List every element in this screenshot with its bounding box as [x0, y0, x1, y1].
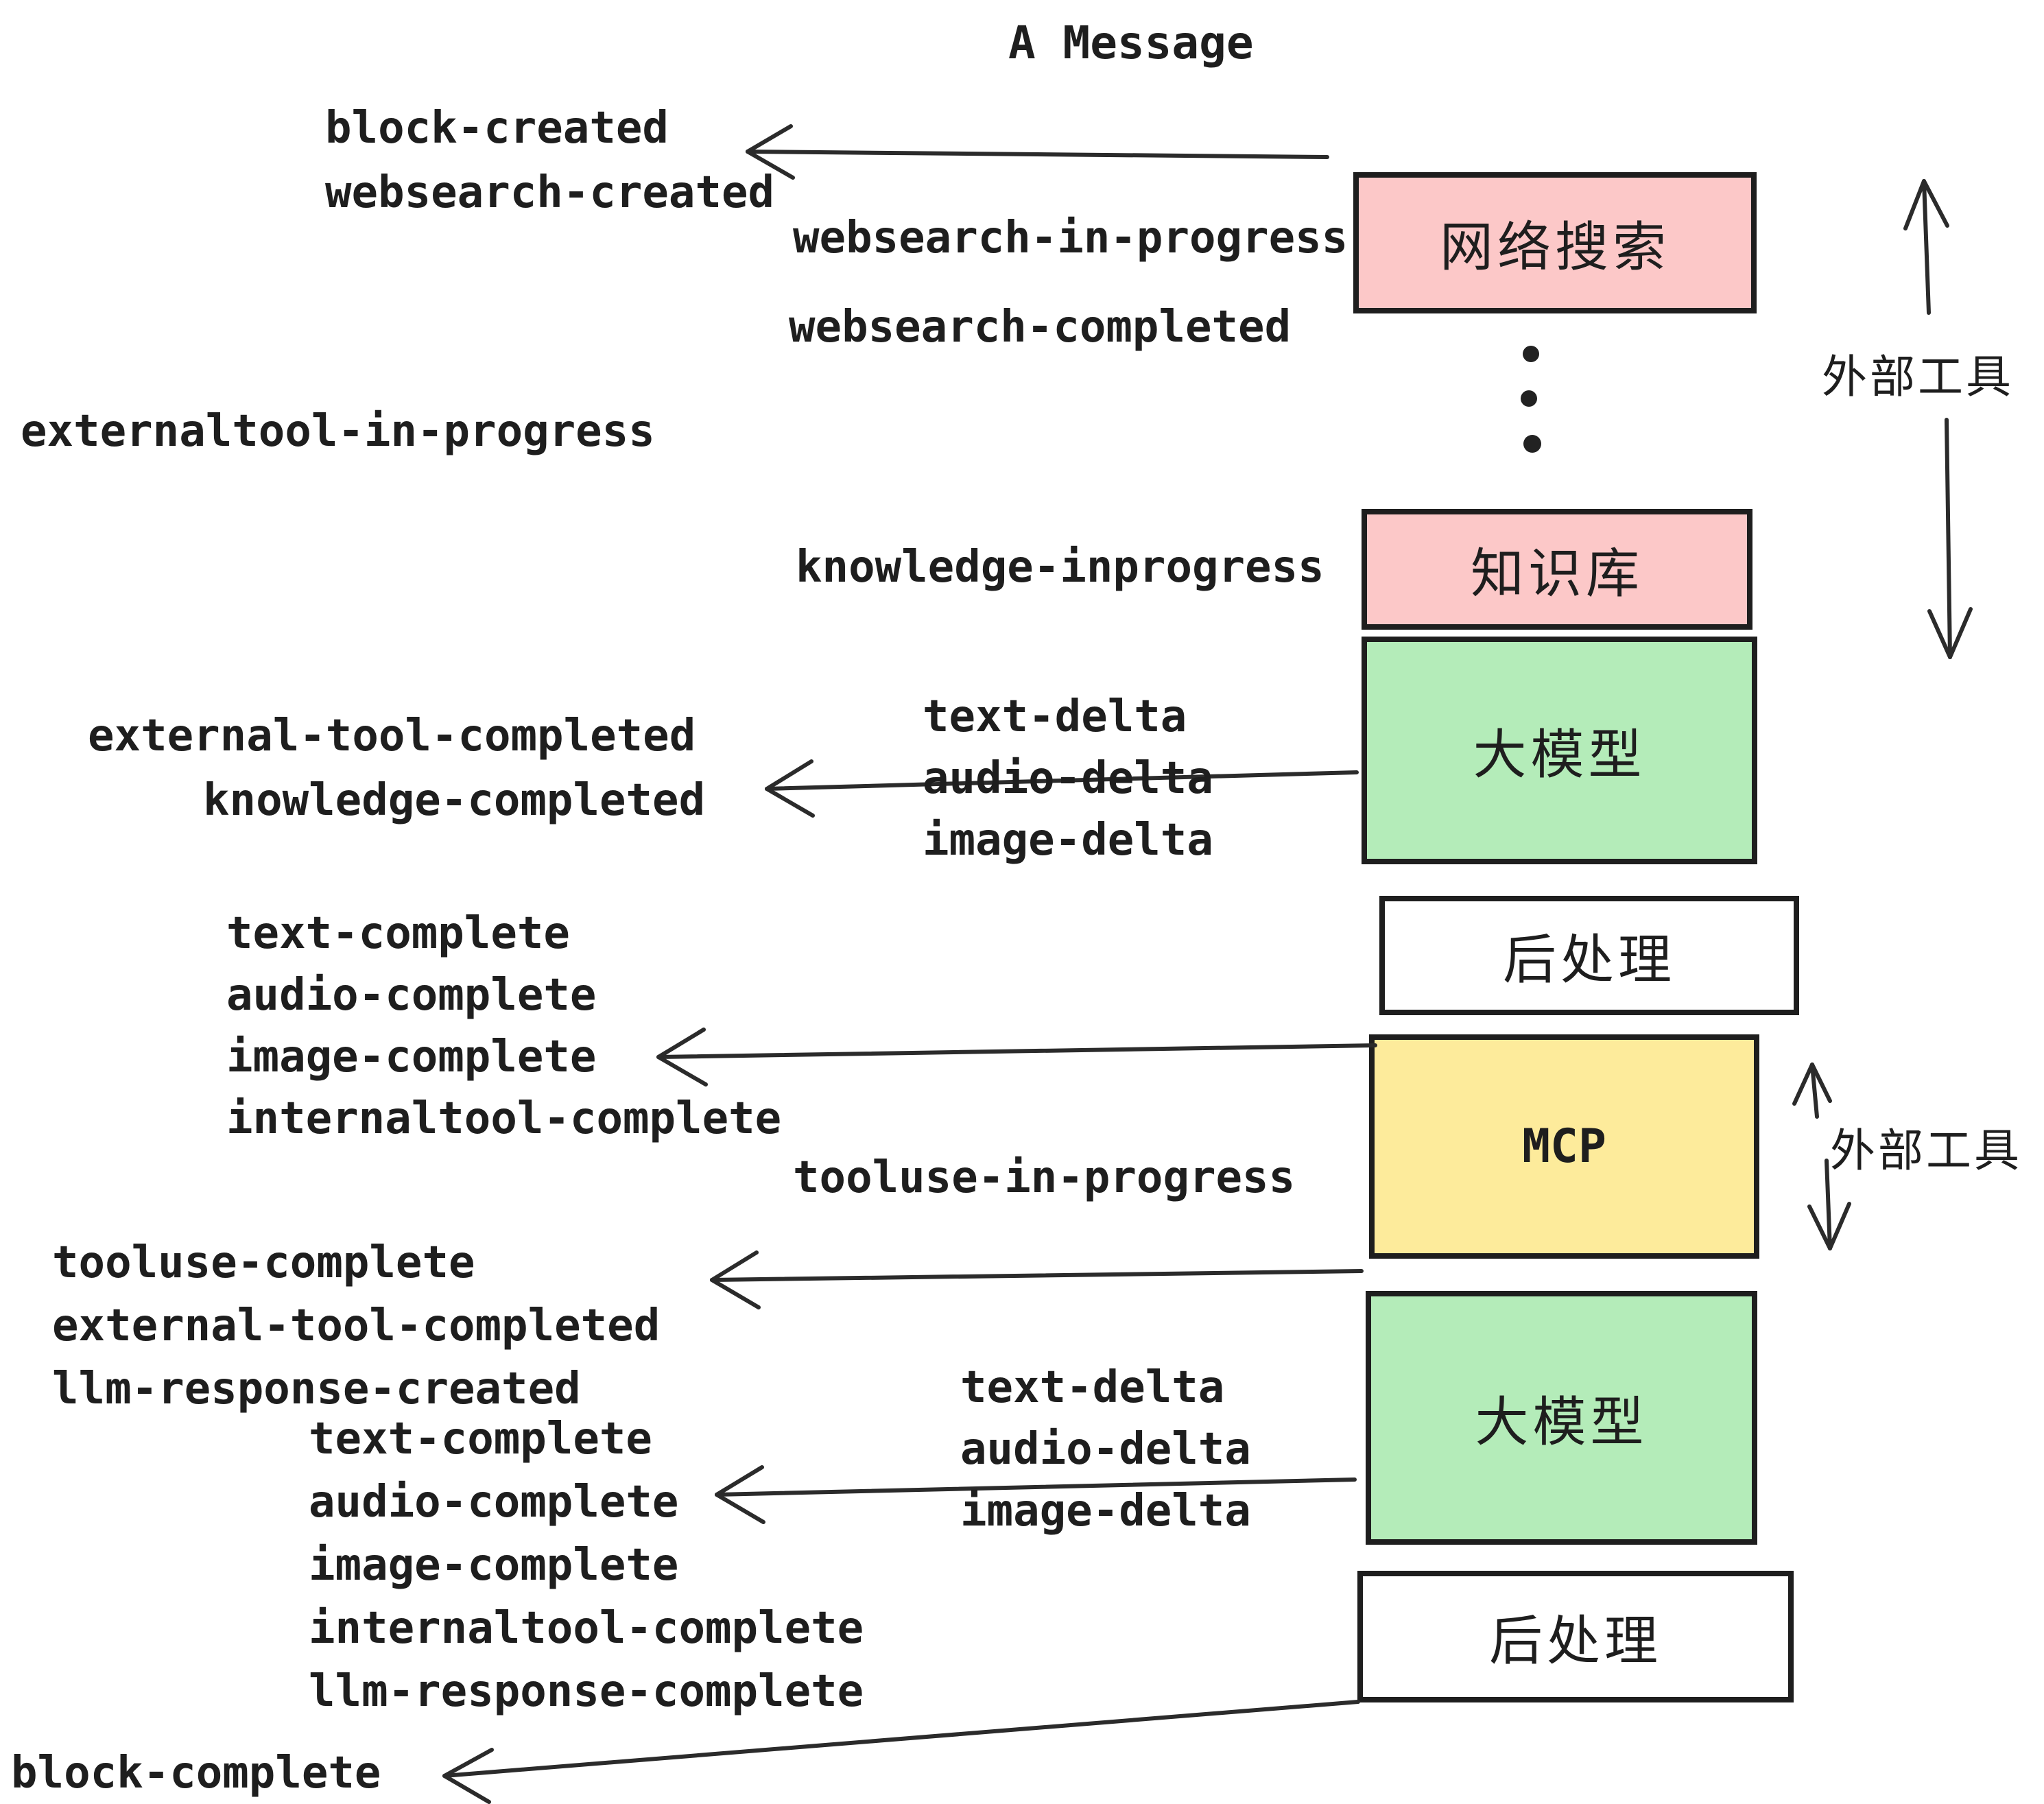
event-image-delta: image-delta: [960, 1486, 1251, 1536]
event-group-complete-1: text-complete audio-complete image-compl…: [226, 903, 781, 1150]
event-block-complete: block-complete: [11, 1748, 381, 1799]
event-llm-response-created: llm-response-created: [52, 1364, 581, 1414]
node-postprocess-label-1: 后处理: [1502, 929, 1676, 990]
event-group-complete-2: text-complete audio-complete image-compl…: [309, 1408, 864, 1723]
event-websearch-in-progress: websearch-in-progress: [793, 213, 1348, 263]
event-group-delta-2: text-delta audio-delta image-delta: [960, 1357, 1251, 1542]
event-websearch-completed: websearch-completed: [789, 302, 1292, 353]
event-image-complete: image-complete: [226, 1032, 597, 1082]
diagram-title: A Message: [1008, 16, 1254, 69]
event-text-complete: text-complete: [226, 908, 570, 959]
event-audio-delta: audio-delta: [923, 753, 1213, 804]
event-tooluse-complete: tooluse-complete: [52, 1237, 475, 1288]
event-externaltool-in-progress: externaltool-in-progress: [21, 406, 655, 457]
ellipsis-dots-icon: [1521, 346, 1541, 453]
event-tooluse-in-progress: tooluse-in-progress: [793, 1152, 1296, 1203]
node-knowledge-box: 知识库: [1362, 509, 1752, 630]
node-postprocess-box-2: 后处理: [1357, 1571, 1794, 1702]
event-image-complete: image-complete: [309, 1540, 679, 1591]
event-text-delta: text-delta: [923, 691, 1187, 742]
node-llm-label-1: 大模型: [1473, 724, 1646, 785]
event-group-delta-1: text-delta audio-delta image-delta: [923, 686, 1213, 871]
node-mcp-label: MCP: [1522, 1119, 1606, 1174]
arrow-tooluse-complete: [710, 1250, 1364, 1309]
event-knowledge-inprogress: knowledge-inprogress: [796, 542, 1324, 593]
event-internaltool-complete: internaltool-complete: [226, 1093, 782, 1144]
node-knowledge-label: 知识库: [1470, 543, 1643, 604]
event-audio-complete: audio-complete: [226, 970, 597, 1021]
event-audio-complete: audio-complete: [309, 1477, 679, 1528]
side-label-external-tools-2: 外部工具: [1830, 1125, 2022, 1176]
event-image-delta: image-delta: [923, 815, 1213, 866]
event-websearch-created: websearch-created: [325, 167, 775, 218]
event-internaltool-complete: internaltool-complete: [309, 1603, 864, 1654]
side-label-external-tools-1: 外部工具: [1822, 351, 2014, 402]
event-text-delta: text-delta: [960, 1362, 1225, 1413]
node-postprocess-label-2: 后处理: [1488, 1611, 1662, 1671]
event-text-complete: text-complete: [309, 1414, 652, 1464]
node-postprocess-box-1: 后处理: [1379, 896, 1799, 1015]
event-audio-delta: audio-delta: [960, 1424, 1251, 1475]
arrow-block-created: [746, 124, 1329, 180]
event-external-tool-completed-2: external-tool-completed: [52, 1301, 661, 1351]
event-knowledge-completed: knowledge-completed: [203, 775, 706, 826]
external-tools-arrow-1: [1903, 179, 1973, 659]
node-llm-box-1: 大模型: [1362, 637, 1757, 864]
event-llm-response-complete: llm-response-complete: [309, 1666, 864, 1717]
node-mcp-box: MCP: [1369, 1034, 1759, 1259]
node-websearch-label: 网络搜索: [1439, 217, 1670, 277]
event-block-created: block-created: [325, 103, 669, 154]
node-llm-box-2: 大模型: [1366, 1291, 1757, 1545]
node-llm-label-2: 大模型: [1475, 1392, 1648, 1452]
event-external-tool-completed: external-tool-completed: [88, 711, 696, 761]
node-websearch-box: 网络搜索: [1353, 172, 1757, 313]
